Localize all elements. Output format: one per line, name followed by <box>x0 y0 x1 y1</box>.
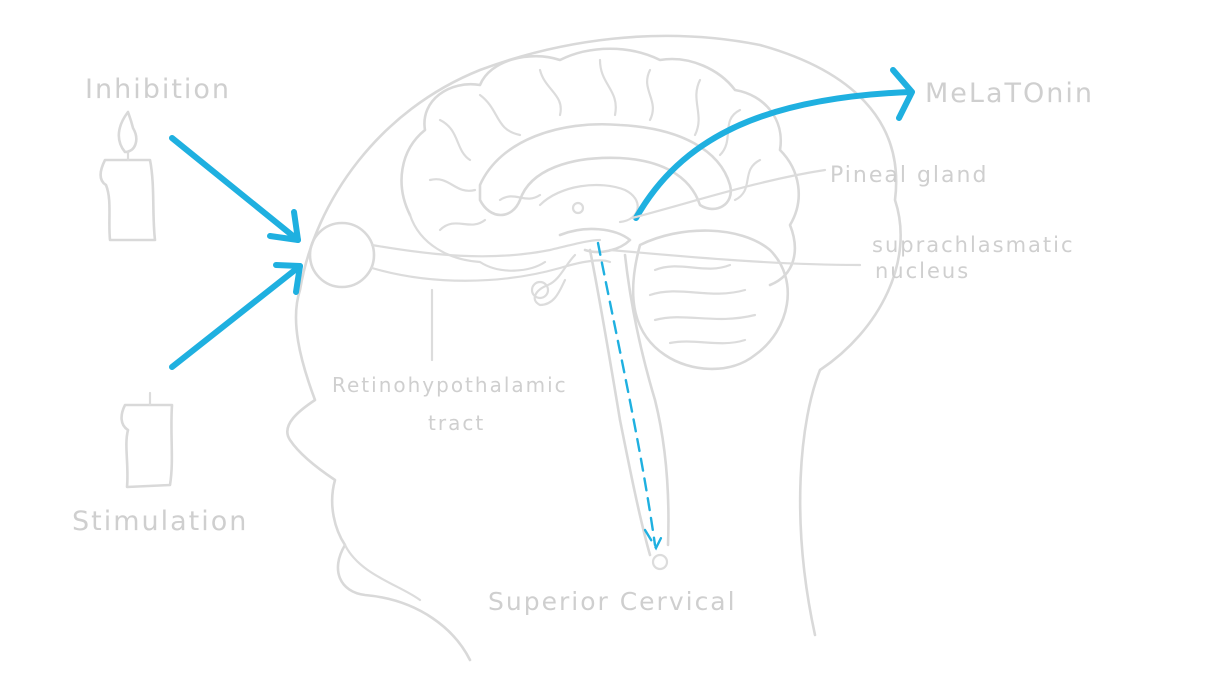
superior-cervical-dashed-arrow <box>596 241 669 571</box>
retinohypothalamic-label-line1: Retinohypothalamic <box>332 373 568 397</box>
suprachiasmatic-label-line1: suprachlasmatic <box>872 233 1075 257</box>
melatonin-label: MeLaTOnin <box>925 78 1094 109</box>
inhibition-label: Inhibition <box>85 74 231 105</box>
suprachiasmatic-label-line2: nucleus <box>875 259 970 283</box>
head-outline <box>286 34 902 662</box>
retinohypothalamic-label-line2: tract <box>428 411 485 435</box>
brain <box>400 47 801 557</box>
lit-candle-icon <box>99 110 157 242</box>
melatonin-arrow <box>633 67 915 221</box>
pineal-gland-label: Pineal gland <box>830 163 988 188</box>
pointer-lines <box>608 168 862 267</box>
superior-cervical-label: Superior Cervical <box>488 587 737 616</box>
stimulation-label: Stimulation <box>72 506 248 537</box>
inhibition-arrow <box>169 135 301 243</box>
stimulation-arrow <box>169 262 303 370</box>
eye <box>308 221 612 362</box>
unlit-candle-icon <box>120 391 174 489</box>
